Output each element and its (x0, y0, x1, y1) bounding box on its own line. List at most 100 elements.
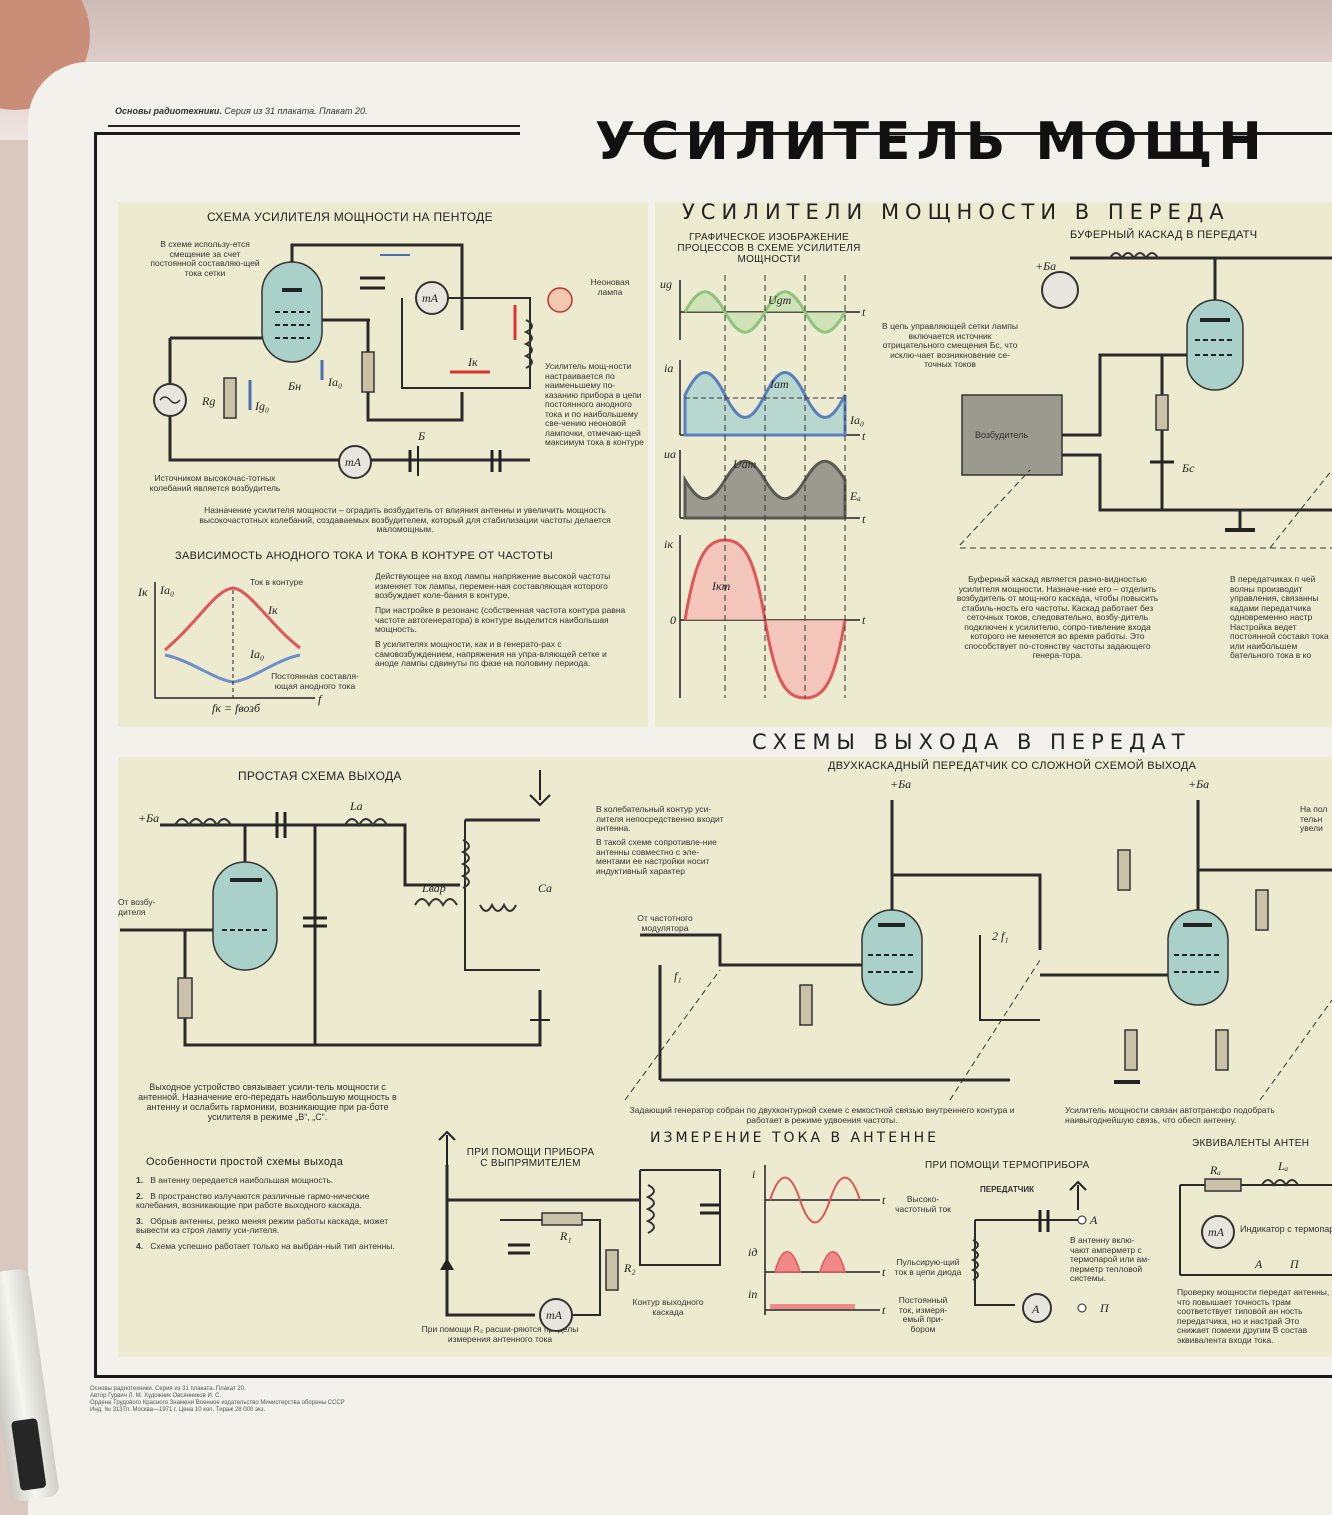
pentode-title: СХЕМА УСИЛИТЕЛЯ МОЩНОСТИ НА ПЕНТОДЕ (207, 210, 493, 224)
svg-text:А: А (1089, 1213, 1098, 1227)
feature-item: 4. Схема успешно работает только на выбр… (136, 1240, 395, 1251)
rectifier-meter-schematic: R₁ R₂ mA (438, 1130, 721, 1332)
r2-note: При помощи R₂ расши-ряются пределы измер… (421, 1324, 579, 1344)
svg-text:R₂: R₂ (623, 1261, 636, 1275)
svg-text:Ia₀: Ia₀ (327, 375, 342, 389)
svg-text:0: 0 (670, 613, 676, 627)
graph-title: ГРАФИЧЕСКОЕ ИЗОБРАЖЕНИЕ ПРОЦЕССОВ В СХЕМ… (677, 232, 861, 265)
output-tube (212, 861, 278, 971)
svg-text:Iк: Iк (267, 603, 278, 617)
thermo-note: В антенну вклю-чают амперметр с термопар… (1070, 1235, 1150, 1283)
freq-para3: В усилителях мощности, как и в генерато-… (375, 639, 607, 668)
cathode-resistor-2 (1215, 1029, 1229, 1071)
series-caption: Основы радиотехники. Серия из 31 плаката… (115, 106, 368, 116)
curve2-label: Постоянная составля-ющая анодного тока (271, 671, 359, 691)
svg-text:П: П (1099, 1301, 1110, 1315)
svg-text:t: t (862, 429, 866, 443)
svg-text:ug: ug (660, 277, 672, 291)
colophon-line: Автор Гурвич Л. М. Художник Овсянников И… (90, 1393, 222, 1399)
svg-text:+Бa: +Бa (138, 811, 159, 825)
simple-desc: Выходное устройство связывает усили-тель… (138, 1082, 397, 1122)
simple-output-title: ПРОСТАЯ СХЕМА ВЫХОДА (238, 769, 402, 783)
grid-voltage-wave (683, 290, 847, 334)
svg-text:t: t (882, 1303, 886, 1317)
waveform-graphs: ug Ugm t ia Iam Ia₀ t ua Uam Eₐ t iк Iкm… (660, 275, 866, 700)
frequency-graph: Iк Ia₀ f Iк Ia₀ fк = fвозб (137, 582, 323, 715)
exciter-block (961, 394, 1063, 476)
grid-resistor (1155, 394, 1169, 431)
screen-resistor (361, 351, 375, 393)
svg-text:Rg: Rg (201, 394, 215, 408)
buffer-schematic: Возбудитель Бс +Бa (959, 252, 1332, 549)
svg-text:fк = fвозб: fк = fвозб (212, 701, 261, 715)
right-top-note: На пол тельн увели (1300, 805, 1328, 833)
screen-resistor-2 (1117, 849, 1131, 891)
svg-text:Б: Б (417, 429, 425, 443)
top-rule (108, 125, 520, 127)
svg-text:Iк: Iк (467, 355, 478, 369)
indicator-meter-icon (1201, 1215, 1235, 1249)
hf-current-label: Высоко-частотный ток (895, 1194, 951, 1214)
right-text: В передатчиках п чей волны производит уп… (1230, 575, 1329, 660)
svg-text:Ia₀: Ia₀ (249, 647, 264, 661)
two-stage-schematic: f₁ +Бa +Бa 2 f₁ (624, 777, 1332, 1101)
neon-label: Неоновая лампа (590, 277, 630, 297)
transmitter-label: ПЕРЕДАТЧИК (980, 1185, 1034, 1194)
svg-text:t: t (862, 613, 866, 627)
poster-title: УСИЛИТЕЛЬ МОЩН (595, 112, 1268, 172)
svg-text:mA: mA (345, 455, 362, 469)
svg-text:Iam: Iam (769, 377, 789, 391)
svg-text:Iк: Iк (137, 585, 148, 599)
ra-resistor (1204, 1178, 1242, 1192)
antenna-icon (1069, 1180, 1087, 1191)
bias-note: В схеме использу-ется смещение за счет п… (150, 239, 260, 278)
freq-title: ЗАВИСИМОСТЬ АНОДНОГО ТОКА И ТОКА В КОНТУ… (175, 550, 554, 562)
svg-text:mA: mA (422, 291, 439, 305)
svg-text:La: La (349, 799, 363, 813)
svg-text:iп: iп (748, 1287, 757, 1301)
two-stage-title: ДВУХКАСКАДНЫЙ ПЕРЕДАТЧИК СО СЛОЖНОЙ СХЕМ… (828, 760, 1197, 772)
svg-text:Iкm: Iкm (711, 579, 731, 593)
pentode-schematic: Rg Ig₀ Ia₀ Бн mA mA Б Iк (153, 243, 573, 479)
svg-text:iк: iк (664, 537, 673, 551)
rg-resistor (223, 377, 237, 419)
grid-leak-resistor (177, 977, 193, 1019)
svg-text:mA: mA (546, 1308, 563, 1322)
svg-text:t: t (862, 512, 866, 526)
buffer-text: Буферный каскад является разно-видностью… (956, 574, 1159, 660)
colophon-line: Ордена Трудового Красного Знамени Военно… (90, 1400, 345, 1406)
antenna-ma-meter-icon (539, 1298, 573, 1332)
svg-text:А: А (1254, 1257, 1263, 1271)
svg-text:iд: iд (748, 1245, 757, 1259)
transmit-section-title: УСИЛИТЕЛИ МОЩНОСТИ В ПЕРЕДА (682, 200, 1230, 224)
svg-text:ia: ia (664, 361, 673, 375)
simple-output-schematic: +Бa La Lвар Ca (120, 770, 552, 1047)
cathode-resistor (1124, 1029, 1138, 1071)
antenna-icon (438, 1130, 456, 1141)
buffer-tube (1186, 299, 1244, 391)
source-note: Источником высокочас-тотных колебаний яв… (149, 473, 281, 493)
svg-text:Возбудитель: Возбудитель (975, 430, 1028, 440)
buffer-title: БУФЕРНЫЙ КАСКАД В ПЕРЕДАТЧ (1070, 229, 1258, 241)
poster-frame (94, 132, 1332, 1378)
meter-note: Усилитель мощ-ности настраивается по наи… (545, 361, 644, 447)
thermo-ammeter-icon (1022, 1293, 1052, 1323)
frame-gap (520, 126, 620, 138)
diode-icon (440, 1258, 454, 1270)
freq-para2: При настройке в резонанс (собственная ча… (375, 605, 626, 634)
svg-text:Ia₀: Ia₀ (849, 413, 864, 427)
svg-text:Lₐ: Lₐ (1277, 1159, 1289, 1173)
svg-text:П: П (1289, 1257, 1300, 1271)
svg-text:f₁: f₁ (674, 969, 682, 983)
antenna-note: В колебательный контур уси-лителя непоср… (596, 804, 724, 833)
svg-text:t: t (862, 305, 866, 319)
svg-text:mA: mA (1208, 1225, 1225, 1239)
svg-text:Ca: Ca (538, 881, 552, 895)
svg-text:f: f (318, 692, 323, 706)
contour-current-curve (164, 586, 301, 652)
svg-text:Eₐ: Eₐ (849, 489, 861, 503)
equiv-title: ЭКВИВАЛЕНТЫ АНТЕН (1192, 1138, 1310, 1149)
thermo-meter-schematic: A А П (970, 1180, 1110, 1323)
